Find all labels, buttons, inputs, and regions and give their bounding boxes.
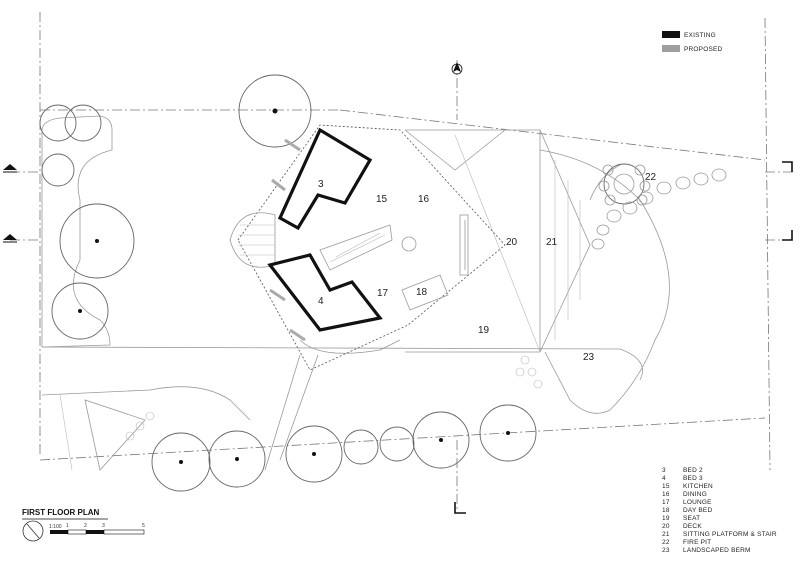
scale-tick: 5 xyxy=(142,523,145,529)
schedule-num: 17 xyxy=(662,499,670,506)
schedule-num: 4 xyxy=(662,475,666,482)
landscape-outlines xyxy=(41,115,670,471)
trees xyxy=(39,74,537,492)
scale-ratio: 1:100 xyxy=(49,524,62,530)
proposed-swatch xyxy=(662,45,680,52)
schedule-num: 21 xyxy=(662,531,670,538)
schedule-name: LANDSCAPED BERM xyxy=(683,547,751,554)
room-label-4: 4 xyxy=(318,296,324,307)
schedule-name: KITCHEN xyxy=(683,483,713,490)
schedule-num: 23 xyxy=(662,547,670,554)
proposed-label: PROPOSED xyxy=(684,46,723,53)
building-outlines xyxy=(229,124,591,371)
schedule-name: DAY BED xyxy=(683,507,712,514)
plan-title: FIRST FLOOR PLAN xyxy=(22,508,100,517)
room-label-17: 17 xyxy=(377,288,389,299)
room-labels: 3 4 15 16 17 18 19 20 21 22 23 xyxy=(318,172,657,363)
schedule-name: SITTING PLATFORM & STAIR xyxy=(683,531,777,538)
room-label-3: 3 xyxy=(318,179,324,190)
section-marker-icon xyxy=(3,161,793,514)
room-label-19: 19 xyxy=(478,325,490,336)
schedule-name: BED 2 xyxy=(683,467,703,474)
schedule-name: BED 3 xyxy=(683,475,703,482)
room-label-23: 23 xyxy=(583,352,595,363)
existing-swatch xyxy=(662,31,680,38)
room-label-20: 20 xyxy=(506,237,518,248)
room-label-15: 15 xyxy=(376,194,388,205)
schedule-num: 19 xyxy=(662,515,670,522)
schedule-name: DINING xyxy=(683,491,707,498)
schedule-name: LOUNGE xyxy=(683,499,712,506)
schedule-num: 3 xyxy=(662,467,666,474)
plan-title-block: FIRST FLOOR PLAN 1:100 1 2 3 5 xyxy=(22,508,145,542)
existing-label: EXISTING xyxy=(684,32,716,39)
schedule-num: 16 xyxy=(662,491,670,498)
room-schedule: 3 BED 2 4 BED 3 15 KITCHEN 16 DINING 17 … xyxy=(662,467,777,554)
scale-bar-icon: 1:100 1 2 3 5 xyxy=(22,520,145,542)
existing-walls xyxy=(267,127,383,342)
scale-tick: 2 xyxy=(84,523,87,529)
key-legend: EXISTING PROPOSED xyxy=(662,31,723,53)
fire-pit-area xyxy=(125,163,727,441)
schedule-num: 15 xyxy=(662,483,670,490)
schedule-num: 22 xyxy=(662,539,670,546)
schedule-name: DECK xyxy=(683,523,702,530)
site-boundary xyxy=(10,12,795,510)
schedule-name: FIRE PIT xyxy=(683,539,711,546)
scale-tick: 3 xyxy=(102,523,105,529)
schedule-name: SEAT xyxy=(683,515,700,522)
schedule-num: 18 xyxy=(662,507,670,514)
room-label-21: 21 xyxy=(546,237,558,248)
room-label-22: 22 xyxy=(645,172,657,183)
scale-tick: 1 xyxy=(66,523,69,529)
room-label-16: 16 xyxy=(418,194,430,205)
north-arrow-icon xyxy=(451,62,463,75)
schedule-num: 20 xyxy=(662,523,670,530)
room-label-18: 18 xyxy=(416,287,428,298)
